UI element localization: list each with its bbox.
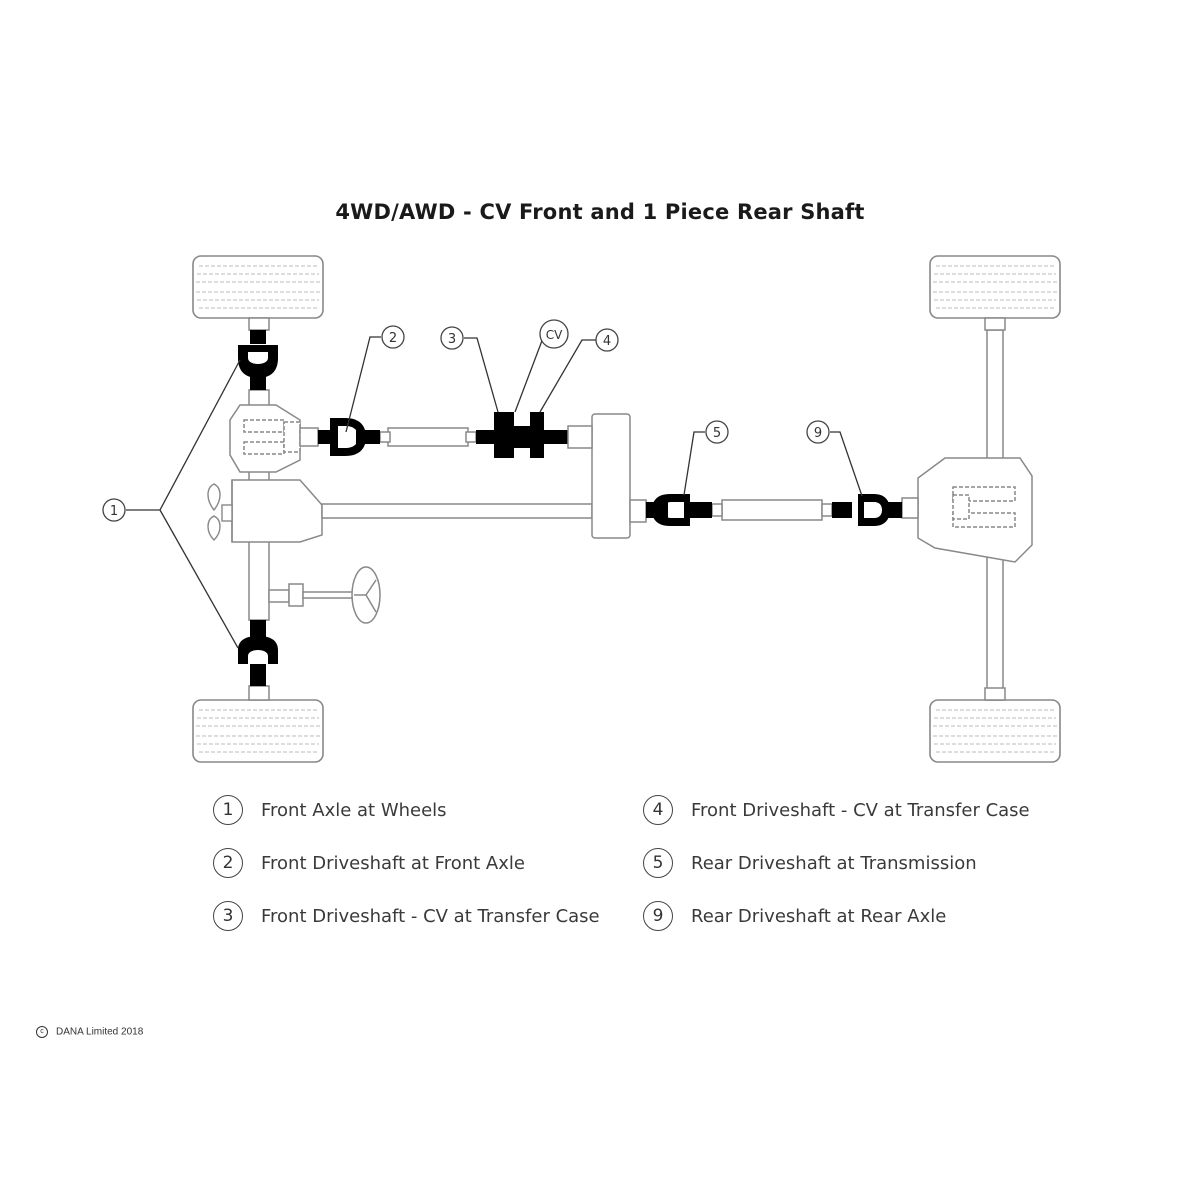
- rear-driveshaft: [711, 499, 833, 521]
- rear-right-tire: [929, 699, 1061, 763]
- callout-9-label: 9: [814, 426, 822, 441]
- front-driveshaft: [379, 427, 477, 447]
- callout-cv: CV: [539, 319, 569, 349]
- steering-assembly: [268, 566, 381, 624]
- legend-number: 3: [213, 901, 243, 931]
- legend-number: 2: [213, 848, 243, 878]
- callout-2-label: 2: [389, 331, 397, 346]
- legend-label: Rear Driveshaft at Transmission: [691, 852, 977, 874]
- transmission-u-joint: [646, 494, 712, 526]
- front-right-u-joint: [238, 620, 278, 686]
- legend-label: Rear Driveshaft at Rear Axle: [691, 905, 947, 927]
- fan-icon: [207, 483, 233, 541]
- legend-item: 1 Front Axle at Wheels: [213, 795, 447, 825]
- rear-axle: [901, 317, 1033, 701]
- cv-joint: [476, 412, 593, 458]
- front-left-tire: [192, 255, 324, 319]
- copyright-icon: c: [36, 1026, 48, 1038]
- legend-item: 9 Rear Driveshaft at Rear Axle: [643, 901, 946, 931]
- front-axle-u-joint: [318, 418, 380, 456]
- legend-number: 9: [643, 901, 673, 931]
- copyright-notice: c DANA Limited 2018: [36, 1026, 143, 1038]
- callout-5: 5: [705, 420, 729, 444]
- legend-number: 5: [643, 848, 673, 878]
- front-right-tire: [192, 699, 324, 763]
- callout-5-label: 5: [713, 426, 721, 441]
- callout-9: 9: [806, 420, 830, 444]
- callout-3: 3: [440, 326, 464, 350]
- callout-4: 4: [595, 328, 619, 352]
- legend-label: Front Driveshaft - CV at Transfer Case: [691, 799, 1030, 821]
- legend-item: 2 Front Driveshaft at Front Axle: [213, 848, 525, 878]
- front-left-u-joint: [238, 330, 278, 390]
- callout-2: 2: [381, 325, 405, 349]
- rear-left-tire: [929, 255, 1061, 319]
- engine-transmission: [231, 413, 647, 543]
- legend-label: Front Axle at Wheels: [261, 799, 447, 821]
- callout-3-label: 3: [448, 332, 456, 347]
- legend-item: 3 Front Driveshaft - CV at Transfer Case: [213, 901, 600, 931]
- callout-cv-label: CV: [546, 328, 563, 342]
- rear-axle-u-joint: [832, 494, 902, 526]
- callout-1-label: 1: [110, 504, 118, 519]
- legend-number: 1: [213, 795, 243, 825]
- legend-number: 4: [643, 795, 673, 825]
- copyright-text: DANA Limited 2018: [56, 1026, 144, 1038]
- legend-item: 5 Rear Driveshaft at Transmission: [643, 848, 977, 878]
- callout-4-label: 4: [603, 334, 611, 349]
- diagram-title: 4WD/AWD - CV Front and 1 Piece Rear Shaf…: [335, 200, 865, 224]
- callout-1: 1: [102, 498, 126, 522]
- legend-label: Front Driveshaft - CV at Transfer Case: [261, 905, 600, 927]
- legend-label: Front Driveshaft at Front Axle: [261, 852, 525, 874]
- legend-item: 4 Front Driveshaft - CV at Transfer Case: [643, 795, 1030, 825]
- leader-lines: [126, 336, 863, 649]
